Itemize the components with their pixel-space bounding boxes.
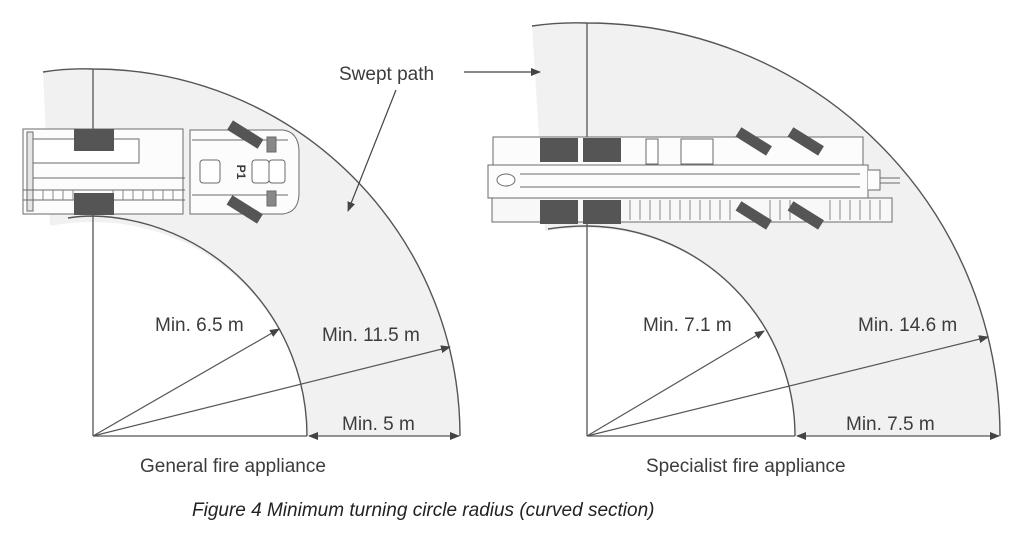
front-wheel-top-1 [735, 127, 772, 156]
front-wheel-bottom-2 [787, 201, 824, 230]
diagram-general: P1 Min. 6.5 m Min. 11.5 m Min. 5 m Gener… [22, 68, 461, 477]
swept-width-label: Min. 7.5 m [846, 414, 935, 435]
vehicle-marking: P1 [234, 165, 248, 180]
diagram-specialist: Min. 7.1 m Min. 14.6 m Min. 7.5 m Specia… [487, 22, 1001, 477]
swept-path-annotation: Swept path [339, 64, 541, 212]
side-ladder [42, 190, 174, 200]
figure-caption: Figure 4 Minimum turning circle radius (… [192, 500, 655, 521]
rear-wheel-top-1 [540, 138, 578, 162]
swept-path-label: Swept path [339, 64, 434, 85]
swept-path-area [43, 68, 460, 437]
rear-wheel-bottom-1 [540, 200, 578, 224]
inner-radius-label: Min. 7.1 m [643, 315, 732, 336]
specialist-fire-appliance-vehicle [487, 127, 900, 230]
inner-arc [67, 215, 308, 437]
outer-radius-arrow [586, 335, 989, 437]
inner-radius-arrow [586, 330, 765, 437]
side-ladder [629, 200, 881, 220]
swept-width-label: Min. 5 m [342, 414, 415, 435]
front-wheel-top-2 [787, 127, 824, 156]
front-wheel-bottom [226, 195, 263, 224]
outer-arc [42, 68, 461, 437]
rear-wheel-top [74, 129, 114, 151]
diagram-title: General fire appliance [140, 456, 326, 477]
inner-radius-arrow [92, 328, 280, 437]
inner-radius-label: Min. 6.5 m [155, 315, 244, 336]
outer-arc [531, 22, 1001, 437]
front-wheel-bottom-1 [735, 201, 772, 230]
inner-arc [547, 225, 796, 437]
annotation-arrow-down [347, 89, 397, 212]
outer-radius-label: Min. 14.6 m [858, 315, 957, 336]
rear-wheel-top-2 [583, 138, 621, 162]
outer-radius-label: Min. 11.5 m [322, 325, 420, 346]
rear-wheel-bottom-2 [583, 200, 621, 224]
general-fire-appliance-vehicle [22, 120, 300, 224]
rear-wheel-bottom [74, 193, 114, 215]
front-wheel-top [227, 120, 264, 149]
outer-radius-arrow [92, 345, 451, 437]
diagram-title: Specialist fire appliance [646, 456, 846, 477]
